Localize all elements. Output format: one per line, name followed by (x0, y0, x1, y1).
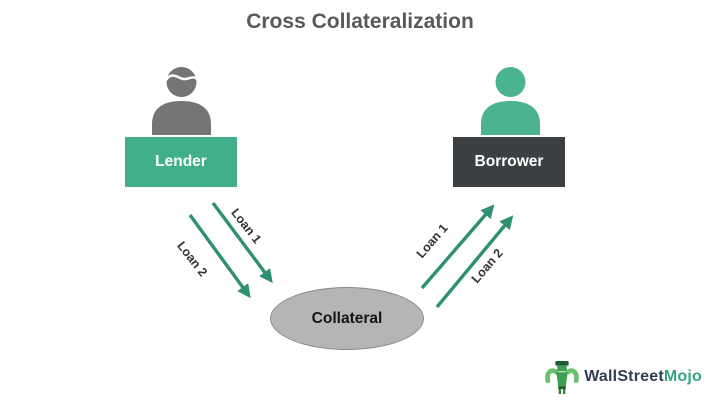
diagram-title: Cross Collateralization (246, 10, 474, 33)
collateral-node: Collateral (270, 287, 424, 350)
arrow-borrower-loan2 (435, 215, 514, 309)
wallstreetmojo-logo-icon (545, 360, 580, 394)
logo-text-mojo: Mojo (663, 368, 702, 385)
arrow-borrower-loan1 (420, 204, 495, 290)
arrow-lender-loan1 (211, 201, 273, 284)
wallstreetmojo-logo-text: WallStreetMojo (584, 368, 702, 386)
lender-person-icon (152, 67, 211, 135)
collateral-label: Collateral (311, 309, 383, 327)
logo-text-wallstreet: WallStreet (584, 368, 664, 385)
borrower-person-icon (481, 67, 540, 135)
borrower-node: Borrower (453, 137, 565, 187)
lender-label: Lender (155, 153, 207, 170)
lender-node: Lender (125, 137, 237, 187)
borrower-label: Borrower (474, 153, 544, 170)
wallstreetmojo-logo: WallStreetMojo (545, 359, 702, 395)
arrow-lender-loan2 (188, 213, 251, 299)
